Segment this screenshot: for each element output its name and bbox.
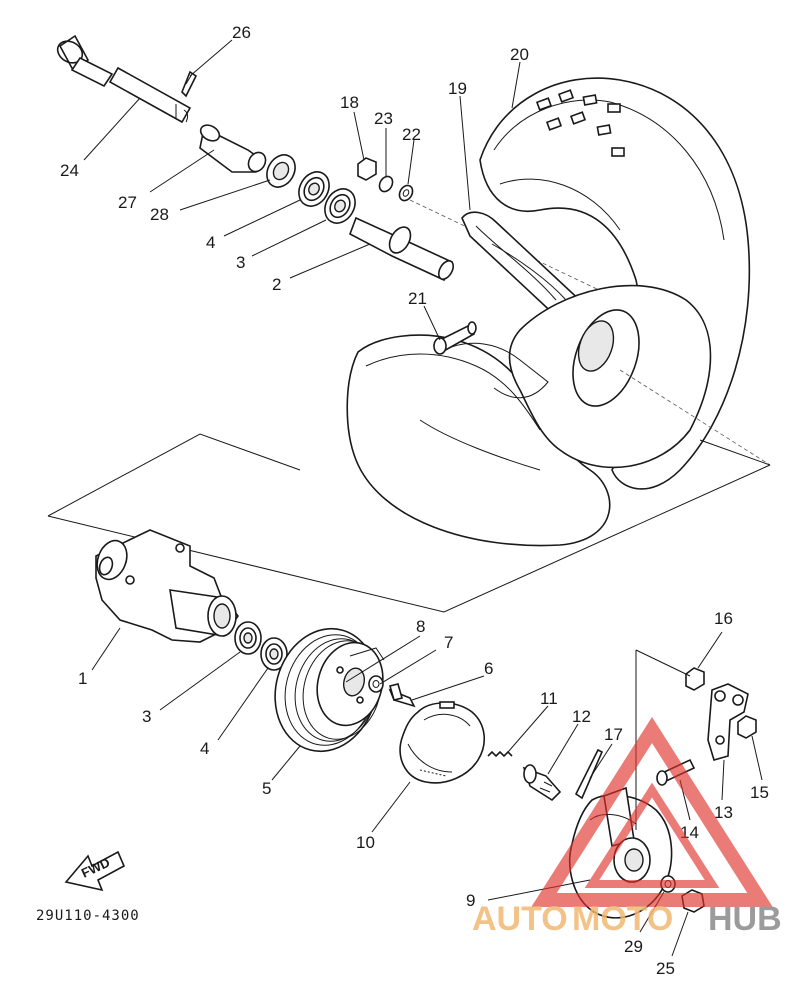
fwd-arrow: FWD xyxy=(64,850,126,892)
collar-27 xyxy=(199,124,267,173)
tread-blocks xyxy=(535,89,625,157)
oil-seal-28 xyxy=(266,154,296,188)
frame-line-left xyxy=(47,433,301,517)
axle-centerline xyxy=(409,199,621,301)
nut-16 xyxy=(685,667,705,691)
callout-24: 24 xyxy=(60,161,79,180)
diagram-part-number: 29U110-4300 xyxy=(36,908,140,924)
spring-11 xyxy=(487,750,513,758)
callout-4-upper: 4 xyxy=(206,233,215,252)
callout-13: 13 xyxy=(714,803,733,822)
callout-4-lower: 4 xyxy=(200,739,209,758)
nut-15 xyxy=(737,715,757,739)
nut-18 xyxy=(357,157,377,181)
callout-2: 2 xyxy=(272,275,281,294)
callout-1: 1 xyxy=(78,669,87,688)
cam-lever-13 xyxy=(707,683,749,761)
bolt-6 xyxy=(388,683,416,708)
callout-19: 19 xyxy=(448,79,467,98)
panel-assembly-line xyxy=(635,649,691,830)
frame-line-right xyxy=(699,439,771,466)
cam-12 xyxy=(522,764,562,802)
cotter-pin-17 xyxy=(574,748,604,800)
valve-21 xyxy=(433,321,477,355)
callout-3-lower: 3 xyxy=(142,707,151,726)
callout-7: 7 xyxy=(444,633,453,652)
bearing-3-lower xyxy=(234,621,262,655)
automotohub-watermark: AUTO MOTO HUB xyxy=(472,716,782,938)
callout-6: 6 xyxy=(484,659,493,678)
washer-7 xyxy=(368,675,384,693)
watermark-moto: MOTO xyxy=(572,900,673,938)
callout-23: 23 xyxy=(374,109,393,128)
rim-centerline xyxy=(619,369,771,466)
callout-17: 17 xyxy=(604,725,623,744)
callout-28: 28 xyxy=(150,205,169,224)
plate-8 xyxy=(349,647,385,661)
callout-26: 26 xyxy=(232,23,251,42)
spacer-2 xyxy=(349,216,455,282)
callout-3-upper: 3 xyxy=(236,253,245,272)
washer-23 xyxy=(378,175,394,193)
callout-5: 5 xyxy=(262,779,271,798)
bearing-3-upper xyxy=(324,188,356,224)
rim-half-2 xyxy=(439,284,712,469)
callout-29: 29 xyxy=(624,937,643,956)
callout-25: 25 xyxy=(656,959,675,978)
callout-10: 10 xyxy=(356,833,375,852)
callout-27: 27 xyxy=(118,193,137,212)
brake-drum-5 xyxy=(274,627,384,753)
leader-lines xyxy=(83,39,763,957)
bearing-4-upper xyxy=(298,171,330,207)
callout-22: 22 xyxy=(402,125,421,144)
axle-24 xyxy=(56,34,192,124)
watermark-auto: AUTO xyxy=(472,900,568,938)
cotter-pin-26 xyxy=(181,70,198,98)
callout-18: 18 xyxy=(340,93,359,112)
watermark-triangle-logo xyxy=(531,716,773,907)
callout-12: 12 xyxy=(572,707,591,726)
hub-1 xyxy=(95,529,239,643)
bearing-4-lower xyxy=(260,637,288,671)
callout-11: 11 xyxy=(540,689,558,708)
brake-shoe-10 xyxy=(399,701,485,784)
callout-20: 20 xyxy=(510,45,529,64)
callout-21: 21 xyxy=(408,289,427,308)
watermark-hub: HUB xyxy=(708,900,782,938)
callout-8: 8 xyxy=(416,617,425,636)
callout-9: 9 xyxy=(466,891,475,910)
washer-22 xyxy=(398,184,414,202)
callout-16: 16 xyxy=(714,609,733,628)
callout-15: 15 xyxy=(750,783,769,802)
